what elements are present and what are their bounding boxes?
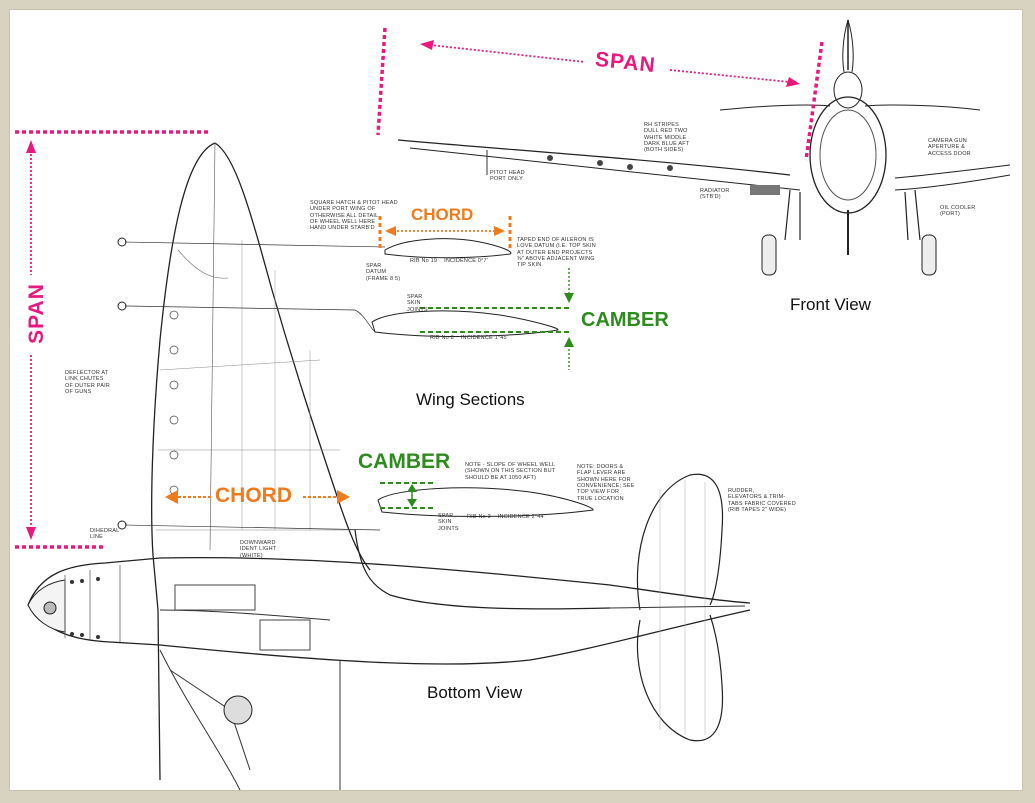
incidence-2-note: RIB No 8 INCIDENCE 1°45' xyxy=(430,335,509,341)
dihedral-note: DIHEDRAL LINE xyxy=(90,528,120,541)
chord-bottom-label: CHORD xyxy=(215,484,292,507)
incidence-1-note: RIB No 19 INCIDENCE 0°7' xyxy=(410,258,489,264)
oil-cooler-note: OIL COOLER (PORT) xyxy=(940,205,976,218)
spar-joints-note: SPAR SKIN JOINTS xyxy=(407,294,428,313)
square-hatch-note: SQUARE HATCH & PITOT HEAD UNDER PORT WIN… xyxy=(310,200,398,232)
bottom-view-caption: Bottom View xyxy=(427,683,523,702)
front-view-caption: Front View xyxy=(790,295,871,314)
aileron-note: TAPED END OF AILERON IS LOVE DATUM (I.E.… xyxy=(517,237,596,269)
chord-top-label: CHORD xyxy=(411,205,474,224)
spar-datum-note: SPAR DATUM (FRAME 8 5) xyxy=(366,263,401,282)
stripes-note: RH STRIPES DULL RED TWO WHITE MIDDLE DAR… xyxy=(644,122,690,154)
wheel-well-note: NOTE - SLOPE OF WHEEL WELL (SHOWN ON THI… xyxy=(465,462,556,481)
deflector-note: DEFLECTOR AT LINK CHUTES OF OUTER PAIR O… xyxy=(65,370,110,395)
airfoil-3 xyxy=(377,487,594,517)
front-wing-left xyxy=(397,139,791,176)
pitot-note: PITOT HEAD PORT ONLY xyxy=(490,170,525,183)
diagram-frame: SPAN SPAN CHORD CHORD CAMBER CAMBER Fron… xyxy=(10,10,1022,790)
tailplane-upper xyxy=(636,473,724,611)
incidence-3-note: RIB No 3 INCIDENCE 2°44' xyxy=(467,514,546,520)
spar-joints-note-2: SPAR SKIN JOINTS xyxy=(438,513,459,532)
camber-bottom-label: CAMBER xyxy=(358,450,451,473)
fuselage-outline xyxy=(27,556,751,665)
span-side-label: SPAN xyxy=(24,283,48,344)
rudder-note: RUDDER, ELEVATORS & TRIM- TABS FABRIC CO… xyxy=(728,488,796,513)
radiator-note: RADIATOR (STB'D) xyxy=(700,188,730,201)
aircraft-line-drawing xyxy=(15,19,1011,790)
wing-sections-caption: Wing Sections xyxy=(416,390,525,409)
doors-note: NOTE: DOORS & FLAP LEVER ARE SHOWN HERE … xyxy=(577,464,635,502)
camber-top-label: CAMBER xyxy=(581,309,669,331)
span-top-right-mark xyxy=(804,41,824,161)
front-wing-right xyxy=(894,164,1011,179)
camera-note: CAMERA GUN APERTURE & ACCESS DOOR xyxy=(928,138,971,157)
span-top-left-mark xyxy=(376,27,387,136)
downward-light-note: DOWNWARD IDENT LIGHT (WHITE) xyxy=(240,540,277,559)
airfoil-2 xyxy=(371,310,559,337)
wing-outline xyxy=(151,142,371,781)
tailplane-lower xyxy=(636,614,724,742)
airfoil-1 xyxy=(384,238,512,259)
